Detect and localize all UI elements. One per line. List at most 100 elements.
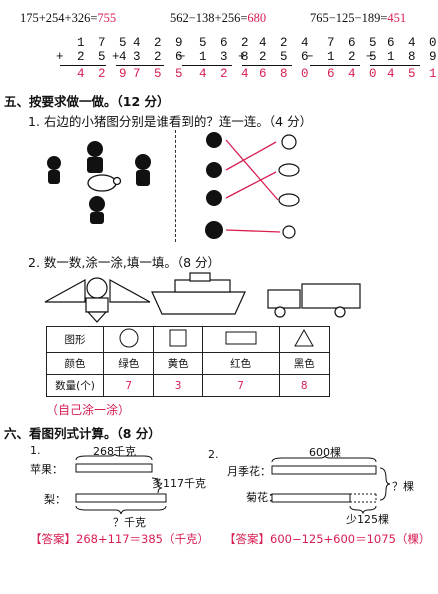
p1-top-brace	[75, 454, 153, 461]
kids-pig-illustration	[47, 141, 151, 224]
color-black: 黑色	[278, 352, 330, 375]
p1-apple-bar	[75, 463, 153, 473]
table-header-color: 颜色	[46, 352, 104, 375]
vcalc-2-line-1: 4 2 9	[112, 36, 186, 50]
vcalc-6-line-1: 6 4 0	[366, 36, 438, 50]
vcalc-2-result: 7 5 5	[112, 67, 186, 81]
color-yellow: 黄色	[153, 352, 203, 375]
truck-figure	[267, 283, 361, 318]
child-left-icon	[47, 156, 61, 184]
rectangle-shape-icon	[225, 331, 257, 345]
section-5-q2: 2. 数一数,涂一涂,填一填。（8 分）	[28, 255, 221, 270]
kid-face-icon	[206, 132, 222, 148]
problem-1-diagram	[75, 454, 167, 515]
vertical-calc-4: 4 2 4+ 2 5 6 6 8 0	[238, 36, 312, 81]
table-header-shape: 图形	[46, 326, 104, 353]
equation-2-expr: 562−138+256=	[170, 11, 248, 25]
p1-diff-brace	[151, 477, 163, 494]
circle-shape-icon	[119, 328, 139, 348]
divider	[175, 130, 176, 242]
p1-bottom-label: ？千克	[113, 516, 146, 529]
vertical-calc-6: 6 4 0− 1 8 9 4 5 1	[366, 36, 438, 81]
vertical-calc-1: 1 7 5+ 2 5 4 4 2 9	[56, 36, 130, 81]
p2-answer: 【答案】600−125+600＝1075（棵）	[224, 532, 431, 546]
matching-illustration	[205, 132, 300, 239]
equation-3: 765−125−189=451	[310, 11, 406, 26]
color-red: 红色	[201, 352, 280, 375]
pig-icon	[87, 174, 122, 192]
p2-side-brace	[379, 467, 391, 501]
vcalc-6-line-2: − 1 8 9	[366, 50, 438, 64]
square-cell	[153, 326, 203, 353]
p1-bottom-brace	[75, 505, 167, 515]
triangle-shape-icon	[294, 328, 315, 347]
p2-rose-bar	[271, 465, 377, 475]
equation-1-expr: 175+254+326=	[20, 11, 98, 25]
circle-cell	[102, 326, 155, 353]
bird-figure	[44, 277, 151, 323]
vcalc-5-line-2: − 1 2 5	[306, 50, 380, 64]
color-note: （自己涂一涂）	[46, 403, 131, 417]
p2-top-label: 600棵	[309, 446, 341, 459]
p2-diff-brace	[349, 505, 377, 514]
equation-2-result: 680	[247, 11, 267, 25]
p2-top-brace	[271, 456, 377, 463]
equation-1-result: 755	[97, 11, 117, 25]
p2-daisy-bar	[271, 493, 351, 503]
section-6-title: 六、看图列式计算。（8 分）	[4, 426, 161, 441]
p1-answer: 【答案】268+117＝385（千克）	[30, 532, 209, 546]
child-middle-icon	[87, 141, 103, 173]
problem-2-number: 2.	[208, 448, 219, 461]
vcalc-4-line-1: 4 2 4	[238, 36, 312, 50]
pig-side-icon	[278, 163, 300, 177]
vcalc-6-result: 4 5 1	[366, 67, 438, 81]
vcalc-5-result: 6 4 0	[306, 67, 380, 81]
vcalc-1-line-2: + 2 5 4	[56, 50, 130, 64]
vcalc-2-line-2: + 3 2 6	[112, 50, 186, 64]
section-5-q1: 1. 右边的小猪图分别是谁看到的？连一连。（4 分）	[28, 114, 313, 129]
triangle-cell	[278, 326, 330, 353]
color-green: 绿色	[102, 352, 155, 375]
equation-3-result: 451	[387, 11, 407, 25]
count-circle: 7	[102, 374, 155, 397]
count-rectangle: 7	[201, 374, 280, 397]
vertical-calc-2: 4 2 9+ 3 2 6 7 5 5	[112, 36, 186, 81]
table-header-count: 数量(个)	[46, 374, 104, 397]
vcalc-3-result: 4 2 4	[178, 67, 252, 81]
vertical-calc-3: 5 6 2− 1 3 8 4 2 4	[178, 36, 252, 81]
pig-front-icon	[281, 134, 297, 150]
p1-pear-label: 梨：	[44, 493, 66, 506]
vcalc-4-line-2: + 2 5 6	[238, 50, 312, 64]
vcalc-1-line-1: 1 7 5	[56, 36, 130, 50]
p2-diff-label: 少125棵	[346, 513, 389, 526]
p2-daisy-label: 菊花：	[246, 491, 279, 504]
shape-pictures	[44, 272, 361, 323]
vcalc-4-result: 6 8 0	[238, 67, 312, 81]
ship-figure	[151, 272, 246, 315]
rectangle-cell	[201, 326, 280, 353]
pig-back-icon	[282, 225, 296, 239]
p1-apple-label: 苹果：	[30, 463, 63, 476]
pig-side-icon	[278, 193, 300, 207]
count-triangle: 8	[278, 374, 330, 397]
vertical-calc-5: 7 6 5− 1 2 5 6 4 0	[306, 36, 380, 81]
count-table: 图形 颜色 绿色 黄色 红色 黑色 数量(个) 7 3 7 8	[46, 326, 330, 397]
vcalc-1-result: 4 2 9	[56, 67, 130, 81]
equation-1: 175+254+326=755	[20, 11, 116, 26]
matching-lines	[225, 139, 281, 233]
child-right-icon	[135, 154, 151, 186]
p1-pear-bar	[75, 493, 167, 503]
kid-face-icon	[206, 162, 222, 178]
kid-face-icon	[206, 190, 222, 206]
problem-2-diagram	[271, 456, 391, 514]
equation-3-expr: 765−125−189=	[310, 11, 388, 25]
vcalc-3-line-2: − 1 3 8	[178, 50, 252, 64]
equation-2: 562−138+256=680	[170, 11, 266, 26]
vcalc-3-line-1: 5 6 2	[178, 36, 252, 50]
p1-top-label: 268千克	[93, 445, 136, 458]
p2-side-label: ？棵	[392, 480, 414, 493]
problem-1-number: 1.	[30, 444, 41, 457]
section-5-title: 五、按要求做一做。（12 分）	[4, 94, 170, 109]
square-shape-icon	[169, 329, 187, 347]
p1-diff-label: 多117千克	[152, 477, 206, 490]
